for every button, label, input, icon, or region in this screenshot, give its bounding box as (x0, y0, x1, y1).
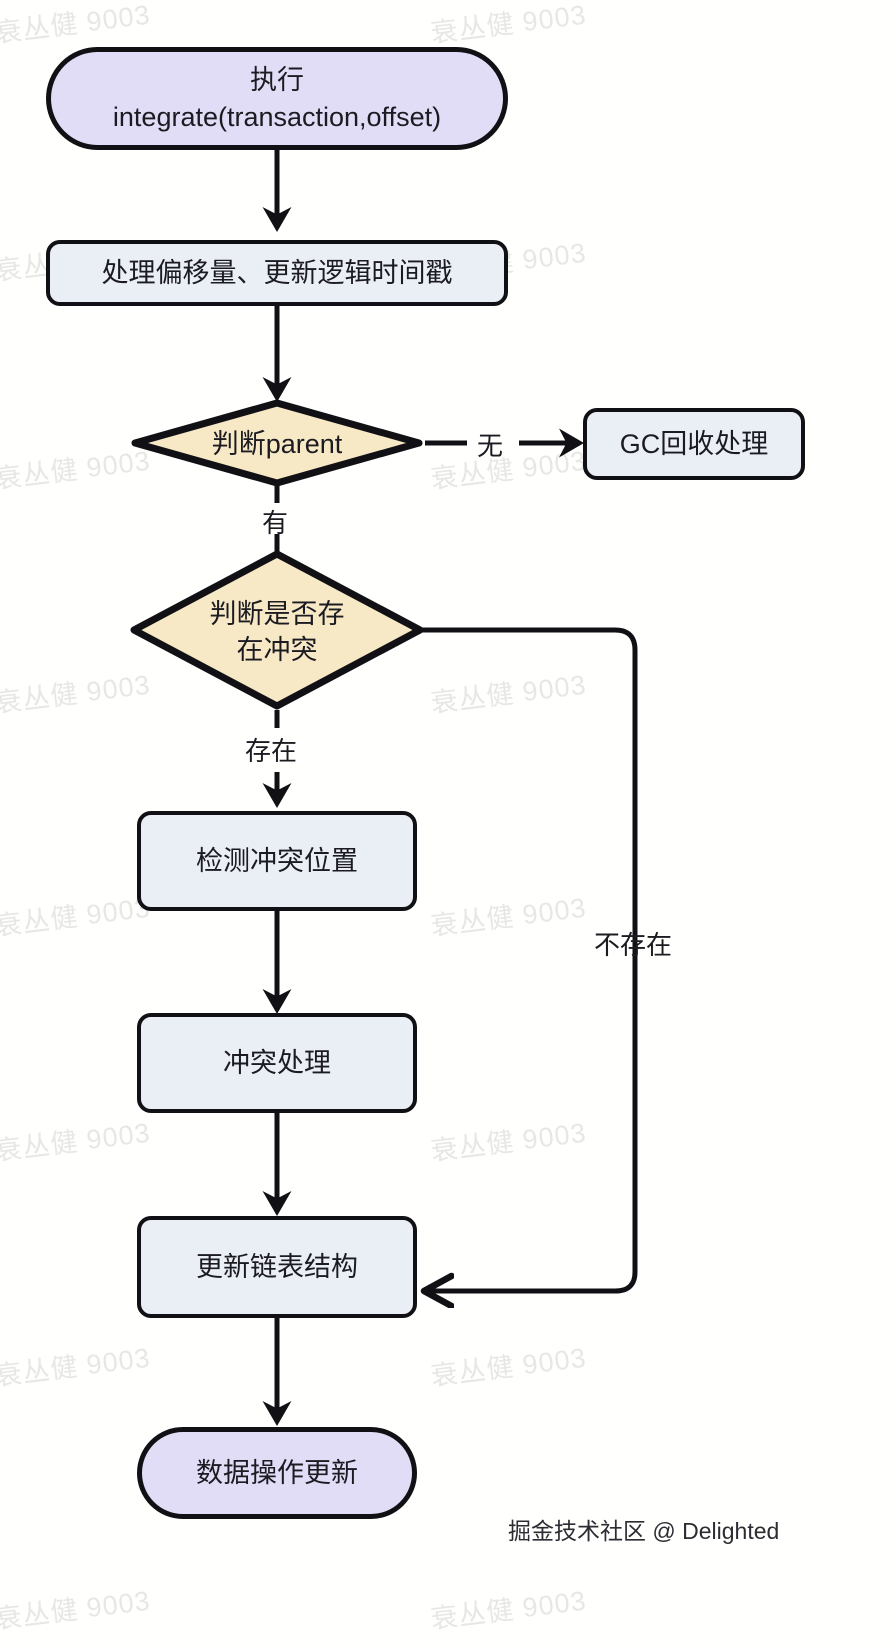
node-start-line1: 执行 (250, 65, 304, 96)
node-process-offset[interactable]: 处理偏移量、更新逻辑时间戳 (46, 240, 508, 306)
node-start[interactable]: 执行 integrate(transaction,offset) (46, 47, 508, 150)
edge-label-exists: 存在 (245, 736, 298, 766)
decision-conflict-shape (130, 550, 424, 710)
edge-conflict-to-linklist (418, 627, 638, 1291)
node-handle-conflict[interactable]: 冲突处理 (137, 1013, 417, 1113)
node-detect-conflict-position-label: 检测冲突位置 (196, 845, 358, 876)
decision-parent-shape (131, 399, 423, 487)
node-data-operation-update-label: 数据操作更新 (196, 1457, 358, 1488)
edge-label-has: 有 (262, 508, 289, 538)
node-gc-recycle[interactable]: GC回收处理 (583, 408, 805, 480)
node-update-linked-list-label: 更新链表结构 (196, 1251, 358, 1282)
node-data-operation-update[interactable]: 数据操作更新 (137, 1427, 417, 1519)
node-start-line2: integrate(transaction,offset) (112, 101, 442, 132)
node-update-linked-list[interactable]: 更新链表结构 (137, 1216, 417, 1318)
edge-label-none: 无 (477, 431, 504, 461)
edge-label-not-exists: 不存在 (594, 930, 673, 960)
node-handle-conflict-label: 冲突处理 (223, 1047, 331, 1078)
node-process-offset-label: 处理偏移量、更新逻辑时间戳 (101, 257, 453, 288)
node-gc-recycle-label: GC回收处理 (619, 428, 769, 459)
node-detect-conflict-position[interactable]: 检测冲突位置 (137, 811, 417, 911)
attribution-text: 掘金技术社区 @ Delighted (508, 1518, 780, 1544)
